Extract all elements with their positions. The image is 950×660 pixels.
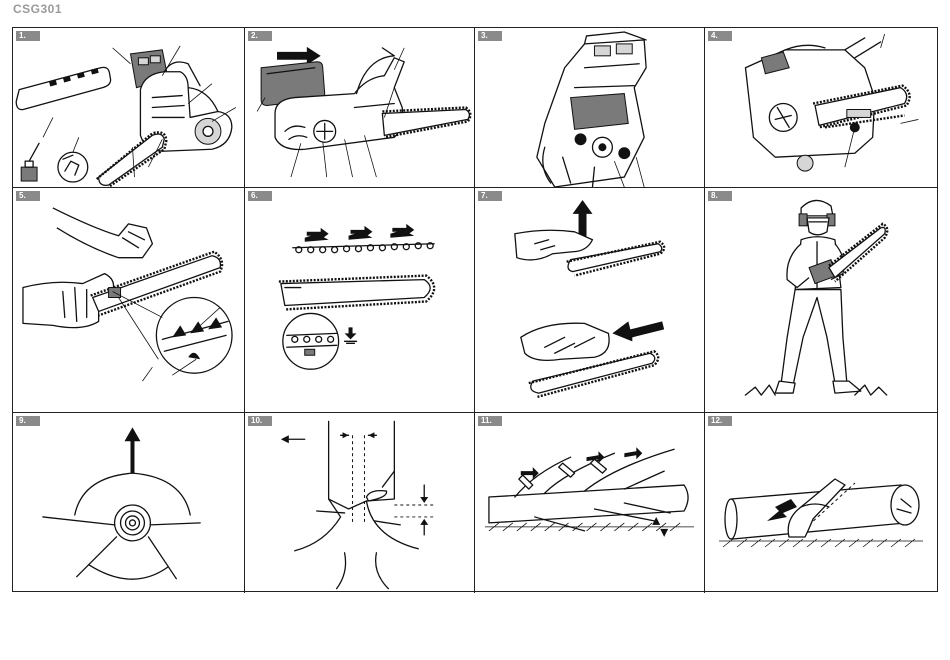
panel-1-parts-overview: 1. — [13, 28, 245, 188]
chain-direction-illustration — [13, 188, 244, 412]
panel-3-saw-rear-view: 3. — [475, 28, 705, 188]
parts-overview-illustration — [13, 28, 244, 187]
panel-5-chain-direction-check: 5. — [13, 188, 245, 413]
panel-2-battery-insert: 2. — [245, 28, 475, 188]
panel-7-chain-tension: 7. — [475, 188, 705, 413]
bucking-illustration — [705, 413, 937, 593]
chain-mounting-illustration — [705, 28, 937, 187]
felling-notch-illustration — [245, 413, 474, 593]
limbing-illustration — [475, 413, 704, 593]
panel-12-bucking: 12. — [705, 413, 937, 593]
panel-11-limbing: 11. — [475, 413, 705, 593]
chain-detail-illustration — [245, 188, 474, 412]
panel-9-felling-escape-route: 9. — [13, 413, 245, 593]
panel-8-operator-stance: 8. — [705, 188, 937, 413]
document-model-title: CSG301 — [13, 2, 62, 16]
panel-6-chain-detail: 6. — [245, 188, 475, 413]
chain-tension-illustration — [475, 188, 704, 412]
saw-rear-view-illustration — [475, 28, 704, 187]
illustration-grid: 1. 2. — [12, 27, 938, 592]
panel-10-felling-notch: 10. — [245, 413, 475, 593]
panel-4-chain-mounting: 4. — [705, 28, 937, 188]
battery-insert-illustration — [245, 28, 474, 187]
operator-stance-illustration — [705, 188, 937, 412]
felling-escape-route-illustration — [13, 413, 244, 593]
